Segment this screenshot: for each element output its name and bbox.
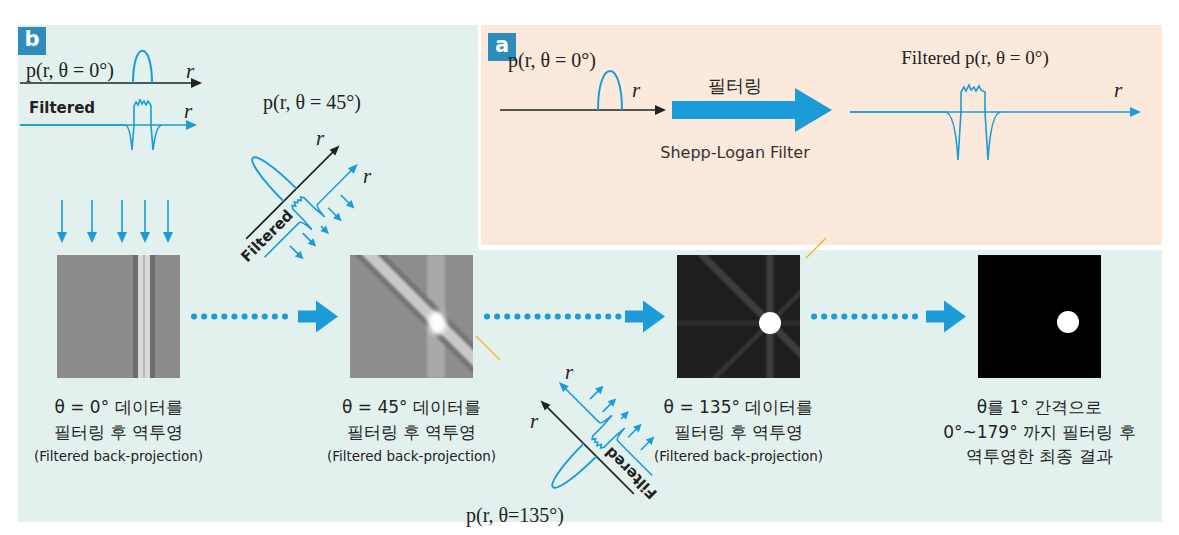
image-box: θ = 0° 데이터를 필터링 후 역투영(Filtered back-proj… — [57, 255, 180, 378]
caption-note: (Filtered back-projection) — [327, 448, 496, 464]
axis-label: r — [565, 360, 573, 385]
caption-text: θ = 45° 데이터를 필터링 후 역투영 — [337, 395, 487, 444]
curve-label: Filtered — [237, 206, 297, 266]
caption: θ = 135° 데이터를 필터링 후 역투영 (Filtered back-pr… — [654, 395, 823, 464]
arrow-head — [625, 301, 665, 333]
panel-letter: b — [18, 27, 46, 55]
axis-label: r — [530, 409, 538, 434]
dotted-line — [814, 314, 922, 320]
curve-label: Filtered — [601, 443, 661, 503]
dotted-arrow — [814, 301, 966, 333]
caption-text: θ = 135° 데이터를 필터링 후 역투영 — [664, 395, 814, 444]
filter-name: Shepp-Logan Filter — [660, 143, 809, 162]
image-box: θ = 45° 데이터를 필터링 후 역투영(Filtered back-pro… — [350, 255, 473, 378]
dotted-arrow — [194, 301, 338, 333]
axis-label: p(r, θ = 0°) — [26, 59, 114, 82]
caption-note: (Filtered back-projection) — [654, 448, 823, 464]
arrow-head — [926, 301, 966, 333]
image-box: θ를 1° 간격으로 0°~179° 까지 필터링 후 역투영한 최종 결과 — [978, 255, 1101, 378]
axis-label: p(r, θ=135°) — [466, 504, 564, 527]
axis-label: r — [632, 78, 640, 103]
caption: θ = 45° 데이터를 필터링 후 역투영 (Filtered back-pro… — [327, 395, 496, 464]
image-box: θ = 135° 데이터를 필터링 후 역투영(Filtered back-pr… — [677, 255, 800, 378]
arrow-label: 필터링 — [708, 74, 762, 98]
curve-label: Filtered p(r, θ = 0°) — [901, 47, 1048, 69]
curve-label: Filtered — [29, 99, 95, 117]
caption: θ를 1° 간격으로 0°~179° 까지 필터링 후 역투영한 최종 결과 — [940, 395, 1140, 469]
dotted-line — [487, 314, 621, 320]
axis-label: r — [184, 99, 192, 124]
caption: θ = 0° 데이터를 필터링 후 역투영 (Filtered back-proj… — [34, 395, 203, 464]
caption-text: θ를 1° 간격으로 0°~179° 까지 필터링 후 역투영한 최종 결과 — [940, 395, 1140, 469]
axis-label: r — [316, 126, 324, 151]
axis-label: r — [186, 59, 194, 84]
axis-label: p(r, θ = 0°) — [508, 49, 596, 72]
axis-label: r — [363, 164, 371, 189]
axis-label: p(r, θ = 45°) — [263, 91, 361, 114]
arrow-head — [298, 301, 338, 333]
caption-text: θ = 0° 데이터를 필터링 후 역투영 — [44, 395, 194, 444]
axis-label: r — [1114, 78, 1122, 103]
caption-note: (Filtered back-projection) — [34, 448, 203, 464]
dotted-line — [194, 314, 294, 320]
dotted-arrow — [487, 301, 665, 333]
